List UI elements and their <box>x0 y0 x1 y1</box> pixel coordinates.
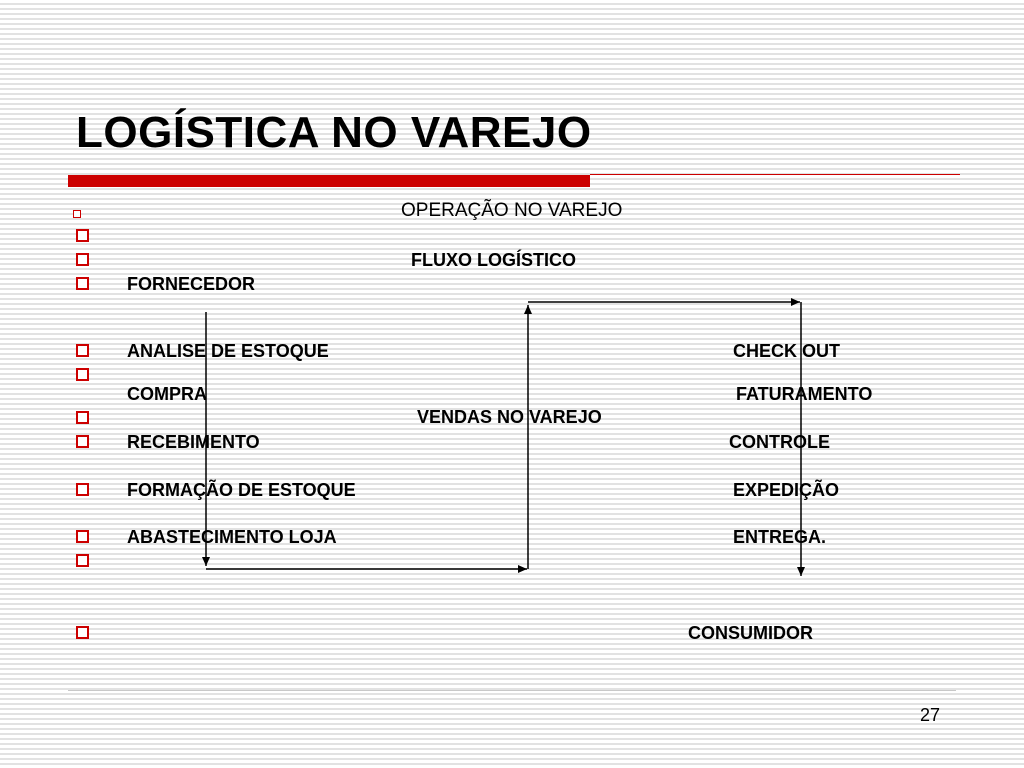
bullet-marker <box>76 435 89 448</box>
step-stock-formation: FORMAÇÃO DE ESTOQUE <box>127 480 356 500</box>
page-number: 27 <box>920 705 941 725</box>
bullet-marker <box>76 368 89 381</box>
bullet-marker-small <box>73 210 81 218</box>
operation-heading: OPERAÇÃO NO VAREJO <box>401 200 623 221</box>
step-stock-analysis: ANALISE DE ESTOQUE <box>127 341 329 361</box>
title-underline-thin <box>590 174 960 175</box>
step-supplier: FORNECEDOR <box>127 274 256 294</box>
step-store-supply: ABASTECIMENTO LOJA <box>127 527 337 547</box>
consumer-label: CONSUMIDOR <box>688 623 813 643</box>
step-control: CONTROLE <box>729 432 830 452</box>
step-purchase: COMPRA <box>127 384 207 404</box>
step-invoicing: FATURAMENTO <box>736 384 873 404</box>
title-underline-thick <box>68 175 590 187</box>
bullet-marker <box>76 483 89 496</box>
retail-sales-label: VENDAS NO VAREJO <box>417 407 602 427</box>
bullet-marker <box>76 229 89 242</box>
bullet-marker <box>76 277 89 290</box>
bullet-marker <box>76 411 89 424</box>
step-delivery: ENTREGA. <box>733 527 827 547</box>
bullet-marker <box>76 344 89 357</box>
slide-title: LOGÍSTICA NO VAREJO <box>76 108 592 157</box>
step-checkout: CHECK OUT <box>733 341 840 361</box>
bullet-marker <box>76 530 89 543</box>
step-dispatch: EXPEDIÇÃO <box>733 480 840 500</box>
bullet-marker <box>76 253 89 266</box>
step-receiving: RECEBIMENTO <box>127 432 260 452</box>
bullet-marker <box>76 626 89 639</box>
flow-subheading: FLUXO LOGÍSTICO <box>411 250 576 270</box>
footer-divider <box>68 690 956 691</box>
bullet-marker <box>76 554 89 567</box>
